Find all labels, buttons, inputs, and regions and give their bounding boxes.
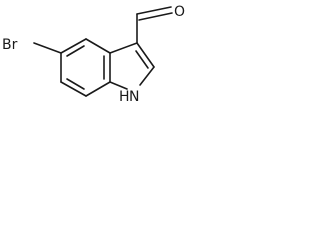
double-bond-inner-c3-c2 [135,50,149,69]
double-bond-inner-c6-c7 [66,78,85,90]
bond-c5-br [33,42,62,54]
bond-c3-c2 [136,42,155,68]
bromine-label: Br [2,37,18,53]
nitrogen-label: N [129,89,139,105]
bond-c4-c5 [60,38,87,54]
hydrogen-label: H [119,89,130,105]
oxygen-label: O [174,4,185,20]
benzene-ring [60,38,111,97]
bond-c3a-c3 [109,42,138,54]
bond-c3a-c4 [85,38,111,54]
bond-cho-o-b [138,12,173,21]
chemical-structure-diagram: Br O N H [2,4,185,105]
bond-c2-n1 [139,66,155,86]
bond-c7-c7a [85,81,111,97]
bond-n1-c7a [109,81,128,90]
bond-cho-o-a [136,6,172,15]
double-bond-inner-c4-c5 [66,45,85,57]
bond-c6-c7 [60,81,87,97]
pyrrole-ring [109,42,155,90]
aldehyde-group [136,6,173,44]
